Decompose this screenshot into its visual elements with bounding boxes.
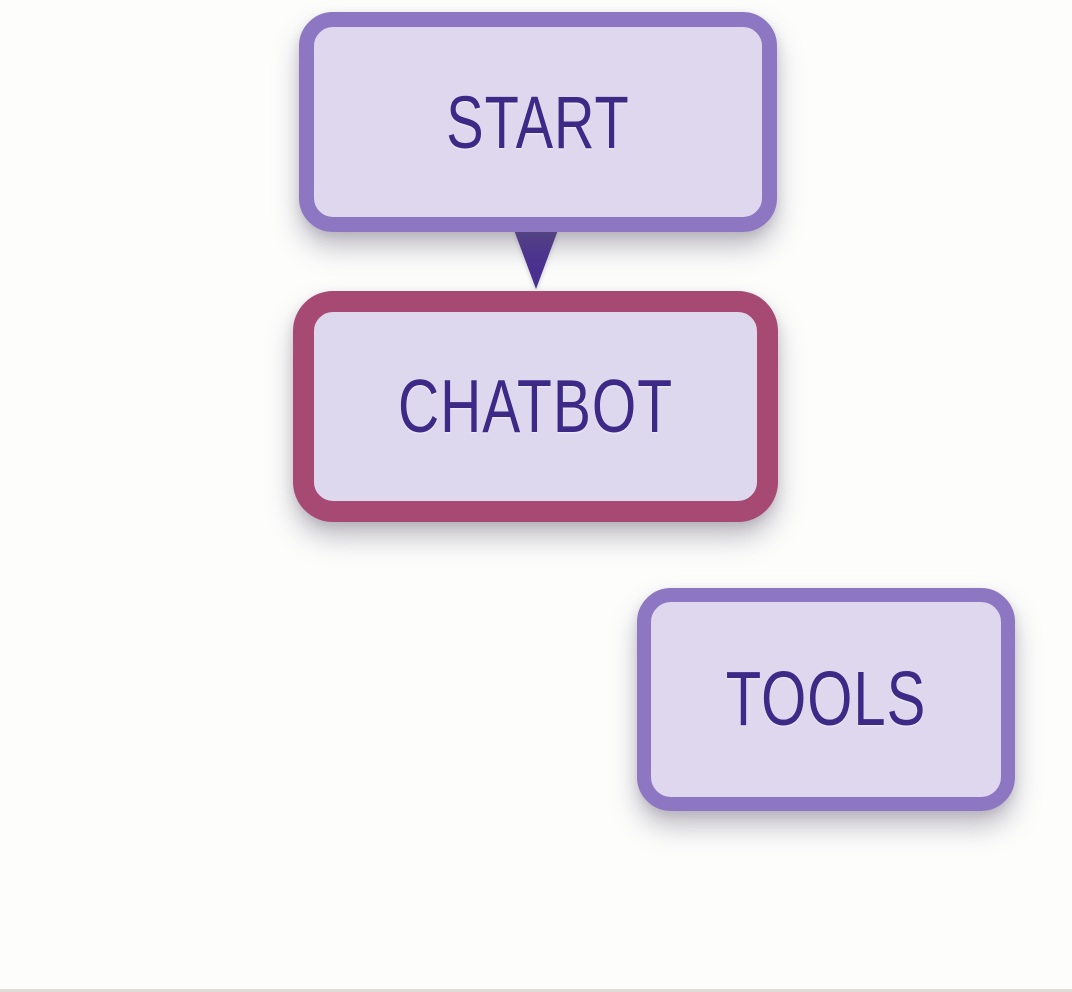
node-start-label: START (446, 80, 630, 164)
node-chatbot: CHATBOT (293, 291, 778, 522)
edge-start-to-chatbot-arrowhead-icon (514, 230, 558, 289)
node-start: START (299, 12, 777, 232)
node-chatbot-label: CHATBOT (397, 364, 674, 449)
node-tools: TOOLS (637, 588, 1015, 811)
node-tools-label: TOOLS (725, 656, 927, 743)
bottom-edge-line (0, 989, 1072, 992)
